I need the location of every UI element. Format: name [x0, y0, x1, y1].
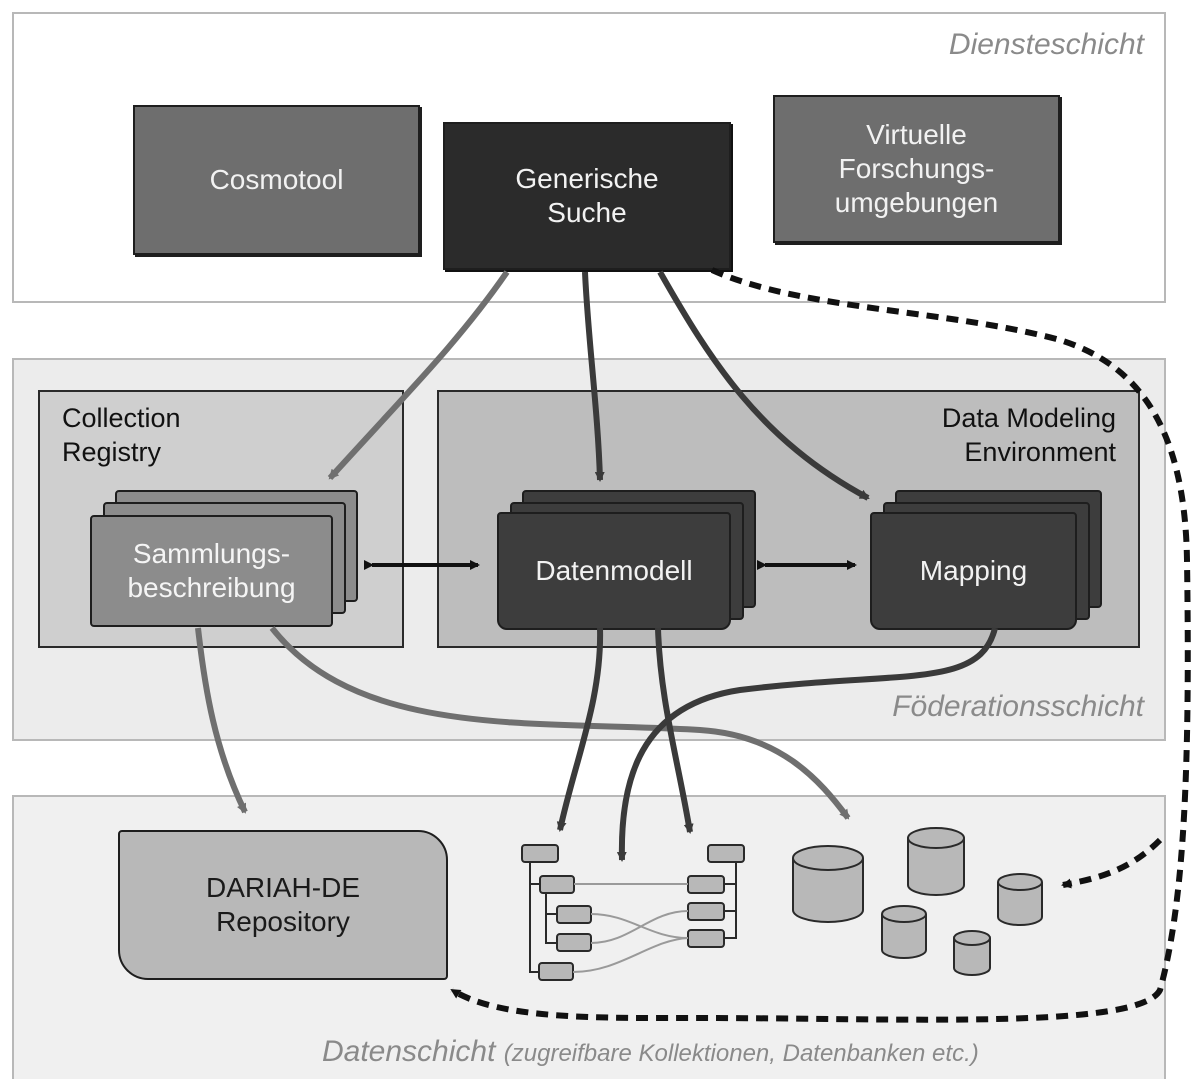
collection-description-label: Sammlungs- beschreibung — [127, 537, 296, 603]
cosmotool-label: Cosmotool — [209, 163, 344, 195]
data-layer-title: Datenschicht (zugreifbare Kollektionen, … — [322, 1035, 979, 1069]
dashed-arrow-to-databases — [1061, 837, 1163, 889]
dashed-arrow-search-to-data — [450, 267, 1191, 1023]
data-modeling-title: Data Modeling Environment — [941, 403, 1116, 467]
arrow-mapping-to-schema — [616, 627, 998, 862]
schema-mapping-icon — [521, 844, 745, 981]
arrow-datamodel-to-schema-left — [556, 627, 604, 832]
database-large — [792, 845, 864, 923]
virtual-research-box[interactable]: Virtuelle Forschungs- umgebungen — [773, 95, 1060, 243]
generic-search-box[interactable]: Generische Suche — [443, 122, 731, 270]
virtual-research-label: Virtuelle Forschungs- umgebungen — [834, 118, 999, 219]
arrow-collection-to-repository — [195, 627, 248, 814]
database-cluster-icon — [792, 827, 1043, 976]
arrow-search-to-mapping — [657, 270, 870, 501]
arrow-search-to-datamodel — [582, 271, 605, 482]
arrow-datamodel-to-schema-right — [655, 627, 694, 834]
federation-layer-title: Föderationsschicht — [892, 690, 1144, 723]
database-right — [997, 873, 1043, 926]
data-model-box[interactable]: Datenmodell — [497, 512, 731, 630]
mapping-box[interactable]: Mapping — [870, 512, 1077, 630]
database-small — [953, 930, 991, 976]
arrow-collection-to-databases — [269, 626, 851, 820]
database-top — [907, 827, 965, 896]
mapping-label: Mapping — [919, 554, 1028, 586]
database-middle — [881, 905, 927, 959]
generic-search-label: Generische Suche — [515, 162, 659, 228]
collection-description-box[interactable]: Sammlungs- beschreibung — [90, 515, 333, 627]
cosmotool-box[interactable]: Cosmotool — [133, 105, 420, 255]
data-layer-title-main: Datenschicht — [322, 1035, 496, 1068]
dariah-repository-box[interactable]: DARIAH-DE Repository — [118, 830, 448, 980]
dariah-repository-label: DARIAH-DE Repository — [205, 871, 360, 937]
service-layer-title: Diensteschicht — [948, 28, 1144, 61]
data-model-label: Datenmodell — [535, 554, 693, 586]
data-layer-title-sub: (zugreifbare Kollektionen, Datenbanken e… — [503, 1040, 979, 1067]
arrow-search-to-collection — [327, 270, 510, 481]
collection-registry-title: Collection Registry — [62, 403, 181, 467]
